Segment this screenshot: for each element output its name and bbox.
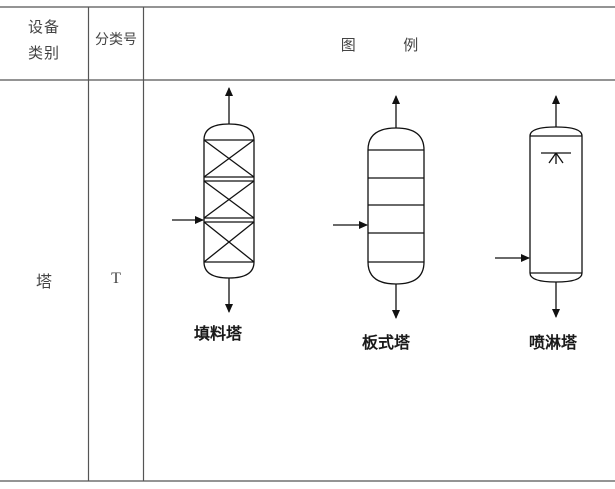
label-spray-tower: 喷淋塔 (529, 333, 578, 352)
label-plate-tower: 板式塔 (362, 333, 411, 352)
label-packed-tower: 填料塔 (194, 324, 243, 343)
header-category-line2: 类别 (27, 44, 60, 62)
header-legend-char1: 图 (340, 36, 356, 54)
header-category-line1: 设备 (27, 18, 60, 36)
row-category-tower: 塔 (35, 272, 52, 291)
packed-tower-symbol (172, 87, 255, 313)
plate-tower-symbol (333, 95, 425, 319)
row-code-t: T (111, 270, 121, 287)
header-legend-char2: 例 (403, 36, 419, 54)
header-equipment-category: 设备 类别 (0, 14, 88, 66)
table-grid (0, 6, 615, 482)
header-legend: 图 例 (144, 34, 615, 55)
header-classification-code: 分类号 (95, 32, 137, 48)
spray-tower-symbol (495, 95, 583, 318)
